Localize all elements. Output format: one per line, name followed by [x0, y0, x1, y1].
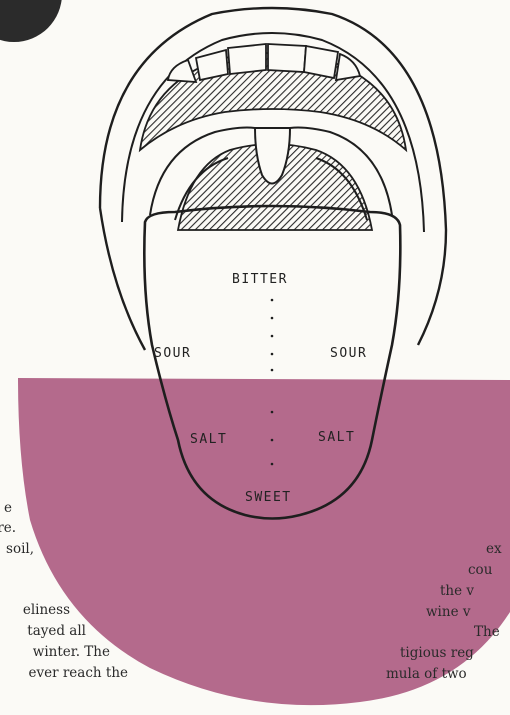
- left-text-line: ever reach the: [29, 663, 129, 684]
- left-text-line: soil,: [6, 539, 34, 560]
- label-bitter: BITTER: [232, 272, 288, 287]
- label-sour-left: SOUR: [154, 346, 191, 361]
- right-text-line: ex: [486, 539, 502, 560]
- left-text-line: tayed all: [27, 621, 86, 642]
- label-salt-left: SALT: [190, 432, 227, 447]
- label-sour-right: SOUR: [330, 346, 367, 361]
- right-text-line: cou: [468, 560, 492, 581]
- label-salt-right: SALT: [318, 430, 355, 445]
- left-text-line: eliness: [23, 600, 70, 621]
- right-text-line: mula of two: [386, 664, 467, 685]
- left-text-line: winter. The: [33, 642, 110, 663]
- corner-disc: [0, 0, 62, 42]
- left-text-line: re.: [0, 518, 16, 539]
- right-text-line: tigious reg: [400, 643, 474, 664]
- label-sweet: SWEET: [245, 490, 292, 505]
- right-text-line: wine v: [426, 602, 470, 623]
- left-text-line: e: [4, 498, 12, 519]
- right-text-line: The: [474, 622, 500, 643]
- right-text-line: the v: [440, 581, 474, 602]
